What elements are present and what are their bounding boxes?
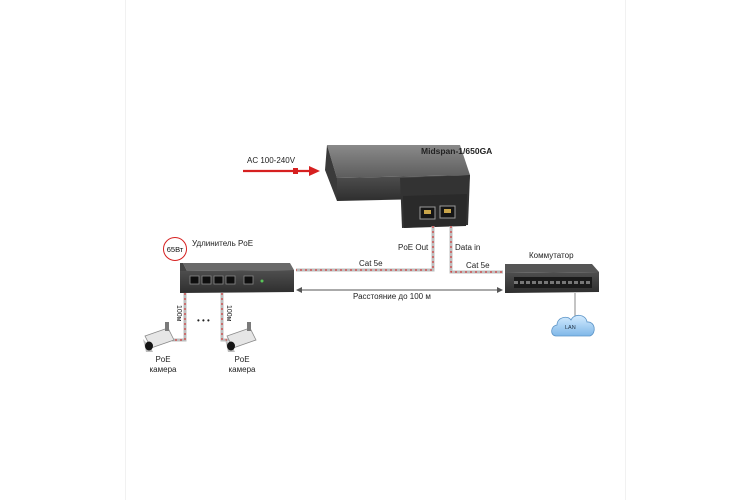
guide-line-right [625, 0, 626, 500]
camera-left-type: PoE [155, 355, 171, 364]
switch-title: Коммутатор [529, 251, 574, 260]
camera-right [225, 322, 257, 352]
power-badge: 65Вт [163, 237, 187, 261]
camera-right-word: камера [228, 364, 256, 374]
run-right-label: 100м [225, 305, 232, 322]
camera-right-caption: PoE камера [222, 355, 262, 374]
cable-data-in [449, 226, 503, 274]
cable-left-label: Cat 5e [359, 259, 383, 268]
cable-poe-out [296, 226, 435, 272]
guide-line-left [125, 0, 126, 500]
cable-camera-left [172, 293, 187, 342]
camera-right-type: PoE [234, 355, 250, 364]
poe-out-label: PoE Out [398, 243, 429, 252]
distance-label: Расстояние до 100 м [353, 292, 431, 301]
lan-label: LAN [565, 325, 576, 331]
camera-left [143, 322, 175, 352]
midspan-injector [325, 145, 470, 228]
camera-left-word: камера [149, 364, 177, 374]
run-left-label: 100м [175, 305, 182, 322]
data-in-label: Data in [455, 243, 481, 252]
extender-title: Удлинитель PoE [192, 239, 254, 248]
camera-left-caption: PoE камера [143, 355, 183, 374]
network-switch [505, 264, 599, 293]
lan-cloud [551, 314, 595, 337]
more-cameras-dots: • • • [197, 316, 210, 325]
midspan-model-label: Midspan-1/650GA [421, 146, 493, 156]
poe-extender [180, 263, 294, 293]
ac-power-label: AC 100-240V [247, 156, 296, 165]
ac-power-arrow [243, 166, 320, 176]
cable-right-label: Cat 5e [466, 261, 490, 270]
